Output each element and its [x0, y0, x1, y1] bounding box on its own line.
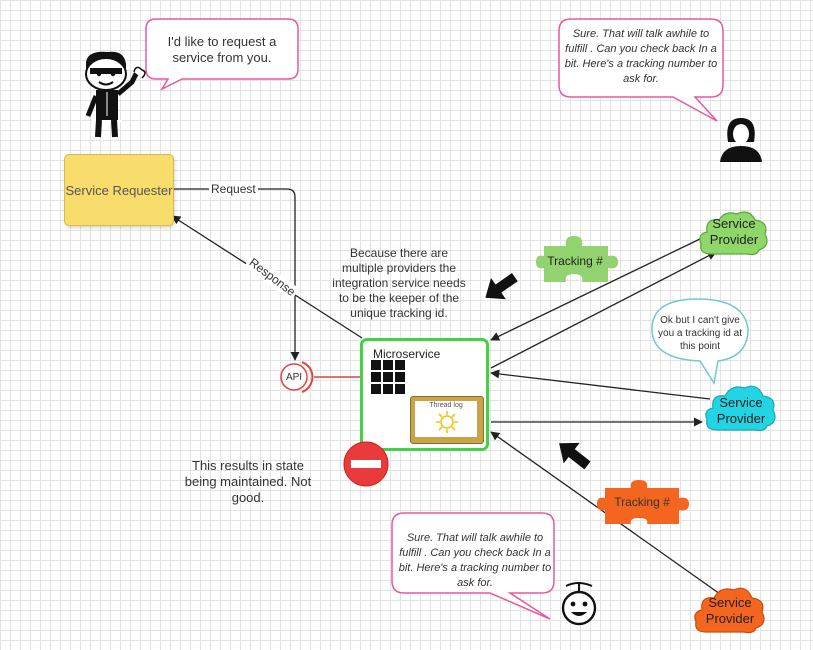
request-label: Request [209, 182, 258, 197]
provider-middle-speech-text: Ok but I can't give you a tracking id at… [658, 315, 742, 352]
no-entry-icon [343, 441, 389, 487]
thread-log-label: Thread log [429, 402, 463, 409]
tracking-puzzle-bottom-icon [597, 480, 689, 524]
tracking-bottom-label: Tracking # [614, 495, 670, 509]
speech-bubble-provider-middle [651, 298, 749, 385]
provider-woman-icon [720, 118, 762, 162]
state-note: This results in state being maintained. … [184, 458, 312, 505]
middle-provider-cloud-icon [705, 385, 776, 432]
grid-apps-icon [371, 360, 405, 394]
speech-bubble-provider-bottom [391, 512, 555, 620]
robot-face-icon [561, 582, 597, 626]
connector-middle-provider-in [490, 369, 711, 400]
connector-top-provider-out [490, 251, 717, 369]
bottom-provider-label: Service Provider [705, 595, 755, 626]
tracking-puzzle-top-icon [536, 236, 618, 282]
gear-icon [436, 411, 458, 433]
thread-log-panel: Thread log [410, 396, 484, 444]
microservice-node[interactable]: Microservice Thread log [360, 338, 489, 451]
big-arrow-top-icon [485, 273, 518, 300]
api-label: API [285, 372, 303, 383]
bottom-provider-cloud-icon [694, 587, 765, 634]
tracking-top-label: Tracking # [547, 254, 603, 268]
service-requester-node[interactable]: Service Requester [64, 154, 174, 226]
connector-top-provider-in [490, 237, 703, 341]
request-connector [172, 188, 300, 361]
keeper-note: Because there are multiple providers the… [332, 246, 466, 320]
requester-person-icon [85, 51, 146, 138]
microservice-title: Microservice [373, 347, 441, 361]
top-provider-cloud-icon [699, 211, 768, 256]
speech-bubble-requester [145, 18, 299, 91]
service-requester-label: Service Requester [65, 182, 173, 198]
provider-bottom-speech-text: Sure. That will talk awhile to fulfill .… [398, 532, 552, 589]
top-provider-label: Service Provider [709, 216, 759, 247]
api-icon [280, 361, 314, 393]
big-arrow-bottom-icon [559, 442, 591, 470]
requester-speech-text: I'd like to request a service from you. [167, 34, 277, 65]
speech-bubble-provider-woman [558, 18, 724, 122]
middle-provider-label: Service Provider [716, 395, 766, 426]
provider-woman-speech-text: Sure. That will talk awhile to fulfill .… [564, 28, 718, 85]
